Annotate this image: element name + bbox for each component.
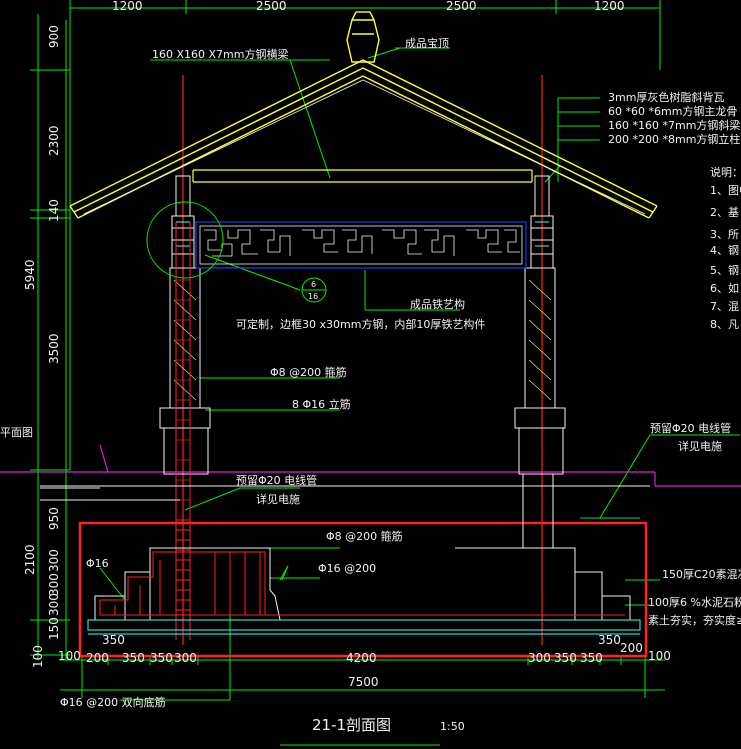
dim-bottom-200-left: 200 xyxy=(86,651,109,665)
dim-bottom-350b: 350 xyxy=(150,651,173,665)
dim-left-2300: 2300 xyxy=(47,125,61,156)
dim-top-1: 1200 xyxy=(112,0,143,13)
foundation-left xyxy=(94,547,281,621)
drawing-title: 21-1剖面图 xyxy=(312,716,391,734)
label-vertical-bar: 8 Φ16 立筋 xyxy=(292,397,351,411)
dim-top-4: 1200 xyxy=(594,0,625,13)
notes-title: 说明： xyxy=(710,165,741,179)
pier-right xyxy=(522,473,554,549)
dim-inner-350-right: 350 xyxy=(598,633,621,647)
dim-left-950: 950 xyxy=(47,507,61,530)
note-1: 1、图中 xyxy=(710,184,741,197)
top-beam xyxy=(192,169,533,183)
iron-art-panel xyxy=(195,221,527,269)
column-rebar xyxy=(175,222,191,640)
note-2: 2、基 xyxy=(710,206,739,219)
label-finial: 成品宝顶 xyxy=(405,36,449,50)
label-phi16-200: Φ16 @200 xyxy=(318,562,376,575)
dim-bottom-200-right: 200 xyxy=(620,641,643,655)
label-stone: 100厚6 %水泥石粉垫 xyxy=(648,595,741,609)
note-4: 4、钢 xyxy=(710,244,739,257)
left-column xyxy=(159,175,211,475)
dim-inner-350-left: 350 xyxy=(102,633,125,647)
foundation-right xyxy=(455,547,631,620)
dim-bottom-350d: 350 xyxy=(580,651,603,665)
column-bolts xyxy=(176,221,549,247)
ground-line xyxy=(0,444,741,487)
concrete-layers xyxy=(87,619,641,635)
dim-bottom-4200: 4200 xyxy=(346,651,377,665)
center-lines xyxy=(182,75,543,645)
label-concrete: 150厚C20素混凝 xyxy=(662,567,741,581)
ground-lines xyxy=(40,485,650,501)
dim-total: 7500 xyxy=(348,675,379,689)
column-hatching xyxy=(173,279,552,401)
roof xyxy=(69,11,658,219)
label-conduit-left-2: 详见电施 xyxy=(256,492,300,506)
label-spec-3: 160 *160 *7mm方钢斜梁 xyxy=(608,118,740,132)
dim-bottom-350a: 350 xyxy=(122,651,145,665)
note-7: 7、混 xyxy=(710,300,739,313)
label-stirrup-base: Φ8 @200 箍筋 xyxy=(326,529,403,543)
label-plan-ref: 平面图 xyxy=(0,426,33,439)
dim-left-300c: 300 xyxy=(47,593,61,616)
dim-left-100: 100 xyxy=(31,645,45,668)
dim-left-140: 140 xyxy=(47,199,61,222)
dim-left-900: 900 xyxy=(47,25,61,48)
note-5: 5、钢 xyxy=(710,264,739,277)
right-column xyxy=(514,175,566,475)
note-6: 6、如 xyxy=(710,281,739,295)
dimension-text: 1200 2500 2500 1200 900 2300 140 5940 35… xyxy=(23,0,671,689)
drawing-scale: 1:50 xyxy=(440,720,465,733)
dimension-lines xyxy=(30,0,740,746)
base-rebar xyxy=(99,551,625,616)
label-stirrup-column: Φ8 @200 箍筋 xyxy=(270,365,347,379)
detail-circle xyxy=(146,201,327,303)
dim-left-300b: 300 xyxy=(47,573,61,596)
label-beam: 160 X160 X7mm方钢横梁 xyxy=(152,47,289,61)
label-phi16: Φ16 xyxy=(86,557,109,570)
detail-number: 6 xyxy=(311,280,316,289)
dim-left-300a: 300 xyxy=(47,549,61,572)
label-custom: 可定制，边框30 x30mm方钢，内部10厚铁艺构件 xyxy=(236,317,485,331)
dim-bottom-300-left: 300 xyxy=(174,651,197,665)
dim-left-3500: 3500 xyxy=(47,333,61,364)
label-conduit-right-1: 预留Φ20 电线管 xyxy=(650,421,731,435)
dim-left-5940: 5940 xyxy=(23,259,37,290)
foundation-highlight-box xyxy=(78,521,648,658)
dim-top-3: 2500 xyxy=(446,0,477,13)
label-conduit-left-1: 预留Φ20 电线管 xyxy=(236,473,317,487)
annotation-text: 成品宝顶 160 X160 X7mm方钢横梁 3mm厚灰色树脂斜背瓦 60 *6… xyxy=(0,36,741,734)
dim-bottom-350c: 350 xyxy=(554,651,577,665)
note-8: 8、凡 xyxy=(710,318,739,331)
label-bottom-rebar: Φ16 @200 双向底筋 xyxy=(60,695,166,709)
label-conduit-right-2: 详见电施 xyxy=(678,439,722,453)
note-3: 3、所 xyxy=(710,228,739,241)
detail-sheet: 16 xyxy=(308,292,318,301)
dim-bottom-100-left: 100 xyxy=(58,649,81,663)
label-spec-1: 3mm厚灰色树脂斜背瓦 xyxy=(608,90,724,104)
dim-left-150: 150 xyxy=(47,617,61,640)
dim-bottom-300-right: 300 xyxy=(528,651,551,665)
dim-left-2100: 2100 xyxy=(23,544,37,575)
dim-bottom-100-right: 100 xyxy=(648,649,671,663)
label-iron-art: 成品铁艺构 xyxy=(410,297,465,311)
label-soil: 素土夯实，夯实度≥9 xyxy=(648,613,741,627)
label-spec-4: 200 *200 *8mm方钢立柱 xyxy=(608,132,740,146)
dim-top-2: 2500 xyxy=(256,0,287,13)
label-spec-2: 60 *60 *6mm方钢主龙骨 xyxy=(608,104,737,118)
